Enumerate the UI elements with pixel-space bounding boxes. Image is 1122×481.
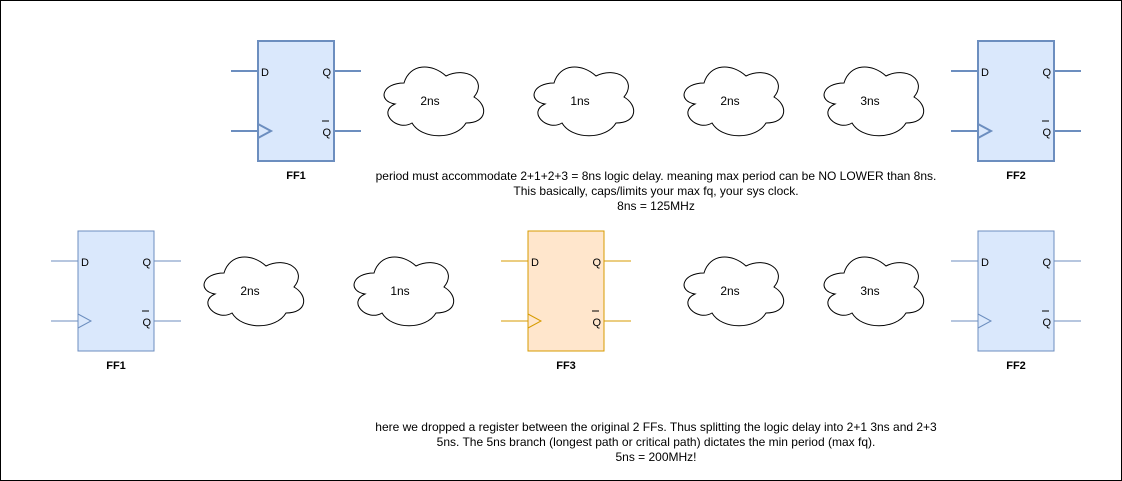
clock-triangle-icon: [257, 123, 274, 139]
logic-cloud-shape: [203, 256, 304, 327]
qbar-pin-label: Q: [1042, 317, 1051, 329]
bottom-cloud-1: 2ns: [203, 256, 304, 327]
clock-triangle-icon: [527, 313, 543, 329]
clock-triangle-icon: [977, 123, 994, 139]
logic-cloud-shape: [683, 66, 784, 137]
delay-label: 3ns: [860, 94, 879, 108]
bottom-cloud-3: 2ns: [683, 256, 784, 327]
qbar-pin-label: Q: [322, 127, 331, 139]
bottom-cloud-4: 3ns: [823, 256, 924, 327]
flipflop-label: FF3: [556, 360, 576, 372]
top-ff1-flipflop: D Q Q FF1: [231, 40, 361, 182]
d-pin-label: D: [81, 257, 89, 269]
flipflop-body: [77, 230, 155, 352]
delay-label: 2ns: [420, 94, 439, 108]
logic-cloud-shape: [823, 256, 924, 327]
flipflop-body: [977, 40, 1055, 162]
q-pin-label: Q: [1042, 257, 1051, 269]
bot-ff3-flipflop: D Q Q FF3: [501, 230, 631, 372]
d-pin-label: D: [981, 257, 989, 269]
flipflop-label: FF1: [106, 360, 126, 372]
top-cloud-4: 3ns: [823, 66, 924, 137]
flipflop-label: FF2: [1006, 170, 1026, 182]
delay-label: 2ns: [240, 284, 259, 298]
qbar-pin-label: Q: [592, 317, 601, 329]
top-cloud-1: 2ns: [383, 66, 484, 137]
logic-cloud-shape: [823, 66, 924, 137]
qbar-pin-label: Q: [1042, 127, 1051, 139]
logic-cloud-shape: [383, 66, 484, 137]
q-pin-label: Q: [592, 257, 601, 269]
top-cloud-2: 1ns: [533, 66, 634, 137]
flipflop-label: FF1: [286, 170, 306, 182]
clock-triangle-icon: [977, 313, 993, 329]
flipflop-label: FF2: [1006, 360, 1026, 372]
d-pin-label: D: [531, 257, 539, 269]
bottom-cloud-2: 1ns: [353, 256, 454, 327]
flipflop-body: [257, 40, 335, 162]
q-pin-label: Q: [1042, 67, 1051, 79]
delay-label: 1ns: [570, 94, 589, 108]
logic-cloud-shape: [683, 256, 784, 327]
bot-ff1-flipflop: D Q Q FF1: [51, 230, 181, 372]
logic-cloud-shape: [353, 256, 454, 327]
bottom-note: here we dropped a register between the o…: [375, 420, 937, 464]
q-pin-label: Q: [142, 257, 151, 269]
top-ff2-flipflop: D Q Q FF2: [951, 40, 1081, 182]
d-pin-label: D: [981, 67, 989, 79]
delay-label: 3ns: [860, 284, 879, 298]
bot-ff2-flipflop: D Q Q FF2: [951, 230, 1081, 372]
clock-triangle-icon: [77, 313, 93, 329]
delay-label: 2ns: [720, 284, 739, 298]
flipflop-body: [527, 230, 605, 352]
delay-label: 2ns: [720, 94, 739, 108]
delay-label: 1ns: [390, 284, 409, 298]
d-pin-label: D: [261, 67, 269, 79]
q-pin-label: Q: [322, 67, 331, 79]
logic-cloud-shape: [533, 66, 634, 137]
top-note: period must accommodate 2+1+2+3 = 8ns lo…: [375, 169, 937, 213]
flipflop-body: [977, 230, 1055, 352]
top-cloud-3: 2ns: [683, 66, 784, 137]
qbar-pin-label: Q: [142, 317, 151, 329]
